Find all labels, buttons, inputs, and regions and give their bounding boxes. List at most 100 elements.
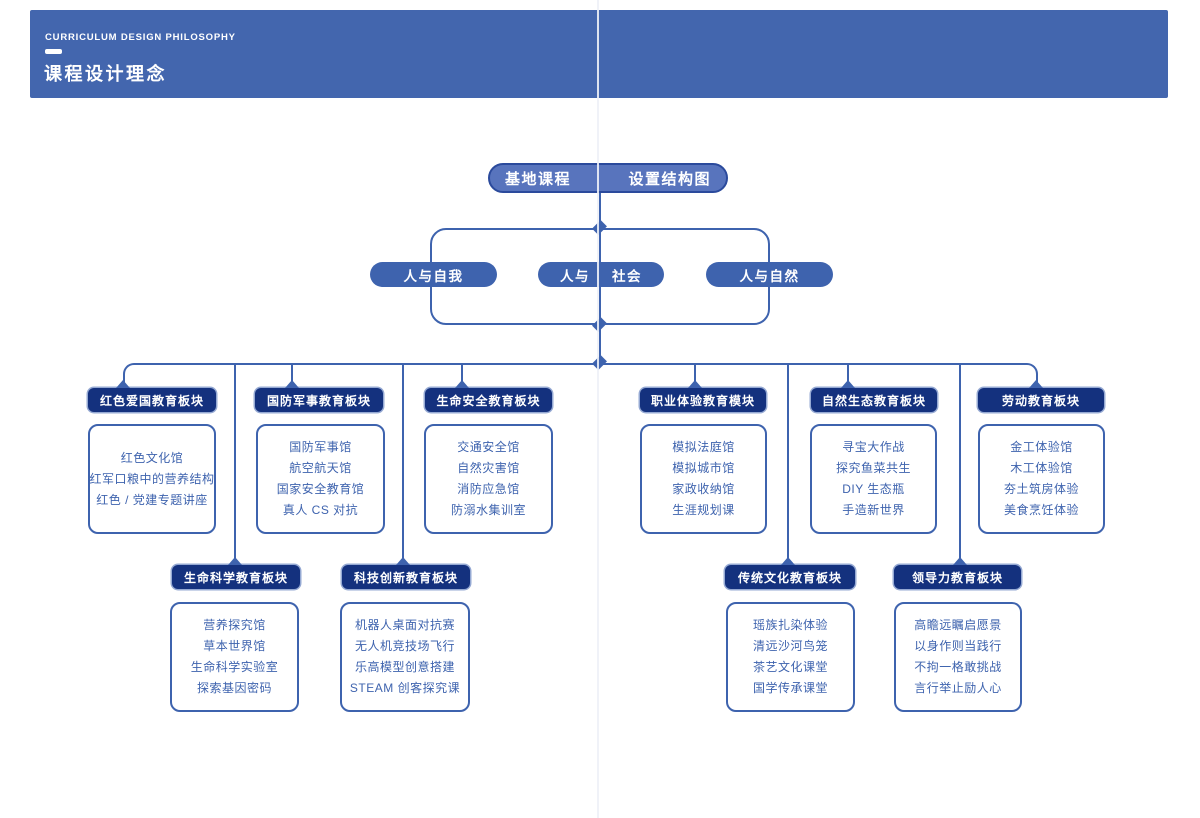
module-title: 生命科学教育板块	[183, 570, 288, 585]
header-band: CURRICULUM DESIGN PHILOSOPHY 课程设计理念	[30, 10, 1168, 98]
module-header-career: 职业体验教育模块	[640, 388, 766, 412]
module-header-life-safety: 生命安全教育板块	[425, 388, 552, 412]
header-title-en: CURRICULUM DESIGN PHILOSOPHY	[45, 32, 236, 43]
list-item: 营养探究馆	[203, 618, 266, 632]
module-header-leadership: 领导力教育板块	[894, 565, 1021, 589]
flare-nature-eco	[841, 380, 855, 388]
flare-life-safety	[455, 380, 469, 388]
flare-traditional-culture	[781, 557, 795, 565]
module-title: 科技创新教育板块	[353, 570, 458, 585]
module-title: 自然生态教育板块	[821, 393, 926, 408]
list-item: 红色 / 党建专题讲座	[96, 492, 208, 507]
connector-drop-life-science	[233, 363, 236, 565]
list-item: 红色文化馆	[120, 450, 184, 465]
list-item: 自然灾害馆	[457, 461, 520, 475]
level2-label-society-right: 社会	[612, 268, 642, 284]
flare-defense	[285, 380, 299, 388]
list-item: 寻宝大作战	[842, 440, 905, 454]
root-label-left: 基地课程	[505, 170, 572, 188]
level2-node-society: 人与 社会	[538, 262, 664, 287]
module-header-tech-innovation: 科技创新教育板块	[342, 565, 470, 589]
list-item: 交通安全馆	[457, 440, 520, 454]
list-item: STEAM 创客探究课	[349, 681, 461, 695]
module-title: 传统文化教育板块	[737, 570, 842, 585]
list-item: 金工体验馆	[1010, 440, 1073, 454]
module-header-traditional-culture: 传统文化教育板块	[725, 565, 855, 589]
list-item: 茶艺文化课堂	[752, 660, 828, 674]
list-item: 机器人桌面对抗赛	[354, 618, 455, 632]
list-item: 木工体验馆	[1010, 461, 1073, 475]
module-header-nature-eco: 自然生态教育板块	[811, 388, 937, 412]
list-item: 乐高模型创意搭建	[354, 660, 455, 674]
level2-label-self: 人与自我	[403, 268, 464, 284]
module-list-tech-innovation: 机器人桌面对抗赛 无人机竞技场飞行 乐高模型创意搭建 STEAM 创客探究课	[340, 602, 470, 712]
list-item: 红军口粮中的营养结构	[89, 471, 215, 486]
header-dash-divider	[45, 49, 62, 54]
header-title-zh: 课程设计理念	[44, 64, 167, 84]
flare-life-science	[228, 557, 242, 565]
module-list-defense: 国防军事馆 航空航天馆 国家安全教育馆 真人 CS 对抗	[256, 424, 385, 534]
level2-node-self: 人与自我	[370, 262, 497, 287]
module-list-traditional-culture: 瑶族扎染体验 清远沙河鸟笼 茶艺文化课堂 国学传承课堂	[726, 602, 855, 712]
list-item: 以身作则当践行	[914, 639, 1002, 653]
module-header-labor: 劳动教育板块	[978, 388, 1104, 412]
level2-label-nature: 人与自然	[739, 268, 800, 284]
page-split-line	[597, 0, 599, 818]
list-item: 夯土筑房体验	[1003, 482, 1079, 496]
list-item: 航空航天馆	[289, 461, 352, 475]
list-item: 生涯规划课	[672, 503, 735, 517]
module-header-red-patriotic: 红色爱国教育板块	[88, 388, 216, 412]
list-item: 模拟城市馆	[672, 461, 735, 475]
flare-labor	[1029, 380, 1043, 388]
flare-leadership	[953, 557, 967, 565]
list-item: 高瞻远瞩启愿景	[914, 618, 1002, 632]
level2-label-society-left: 人与	[560, 268, 590, 284]
connector-drop-defense	[290, 363, 293, 388]
list-item: 生命科学实验室	[190, 660, 279, 674]
root-node: 基地课程 设置结构图	[488, 163, 728, 193]
connector-drop-traditional-culture	[786, 363, 789, 565]
flare-tech-innovation	[396, 557, 410, 565]
module-title: 生命安全教育板块	[436, 393, 541, 408]
connector-distribution-line	[123, 363, 1038, 389]
list-item: 不拘一格敢挑战	[914, 660, 1002, 674]
module-title: 领导力教育板块	[911, 570, 1003, 585]
flare-red-patriotic	[116, 380, 130, 388]
list-item: 探索基因密码	[196, 681, 272, 695]
list-item: 国学传承课堂	[752, 681, 828, 695]
module-header-life-science: 生命科学教育板块	[172, 565, 300, 589]
list-item: 瑶族扎染体验	[752, 618, 828, 632]
module-list-nature-eco: 寻宝大作战 探究鱼菜共生 DIY 生态瓶 手造新世界	[810, 424, 937, 534]
list-item: 言行举止励人心	[914, 681, 1002, 695]
module-title: 国防军事教育板块	[266, 393, 371, 408]
module-title: 职业体验教育模块	[650, 393, 755, 408]
list-item: 探究鱼菜共生	[835, 461, 911, 475]
list-item: 模拟法庭馆	[672, 440, 735, 454]
list-item: 草本世界馆	[203, 639, 266, 653]
connector-drop-nature-eco	[846, 363, 849, 388]
list-item: 手造新世界	[842, 503, 905, 517]
module-list-career: 模拟法庭馆 模拟城市馆 家政收纳馆 生涯规划课	[640, 424, 767, 534]
level2-node-nature: 人与自然	[706, 262, 833, 287]
list-item: 美食烹饪体验	[1003, 503, 1079, 517]
module-list-leadership: 高瞻远瞩启愿景 以身作则当践行 不拘一格敢挑战 言行举止励人心	[894, 602, 1022, 712]
module-list-life-science: 营养探究馆 草本世界馆 生命科学实验室 探索基因密码	[170, 602, 299, 712]
list-item: 清远沙河鸟笼	[752, 639, 828, 653]
module-title: 劳动教育板块	[1001, 393, 1080, 408]
module-header-defense: 国防军事教育板块	[255, 388, 383, 412]
list-item: DIY 生态瓶	[842, 482, 905, 496]
module-list-life-safety: 交通安全馆 自然灾害馆 消防应急馆 防溺水集训室	[424, 424, 553, 534]
list-item: 防溺水集训室	[450, 503, 526, 517]
module-list-red-patriotic: 红色文化馆 红军口粮中的营养结构 红色 / 党建专题讲座	[88, 424, 216, 534]
connector-drop-career	[693, 363, 696, 388]
list-item: 消防应急馆	[457, 482, 520, 496]
module-list-labor: 金工体验馆 木工体验馆 夯土筑房体验 美食烹饪体验	[978, 424, 1105, 534]
list-item: 国家安全教育馆	[276, 482, 365, 496]
connector-drop-tech-innovation	[401, 363, 404, 565]
root-label-right: 设置结构图	[628, 170, 711, 188]
module-title: 红色爱国教育板块	[99, 393, 204, 408]
connector-drop-life-safety	[460, 363, 463, 388]
list-item: 无人机竞技场飞行	[354, 639, 455, 653]
flare-career	[688, 380, 702, 388]
list-item: 真人 CS 对抗	[282, 503, 359, 517]
